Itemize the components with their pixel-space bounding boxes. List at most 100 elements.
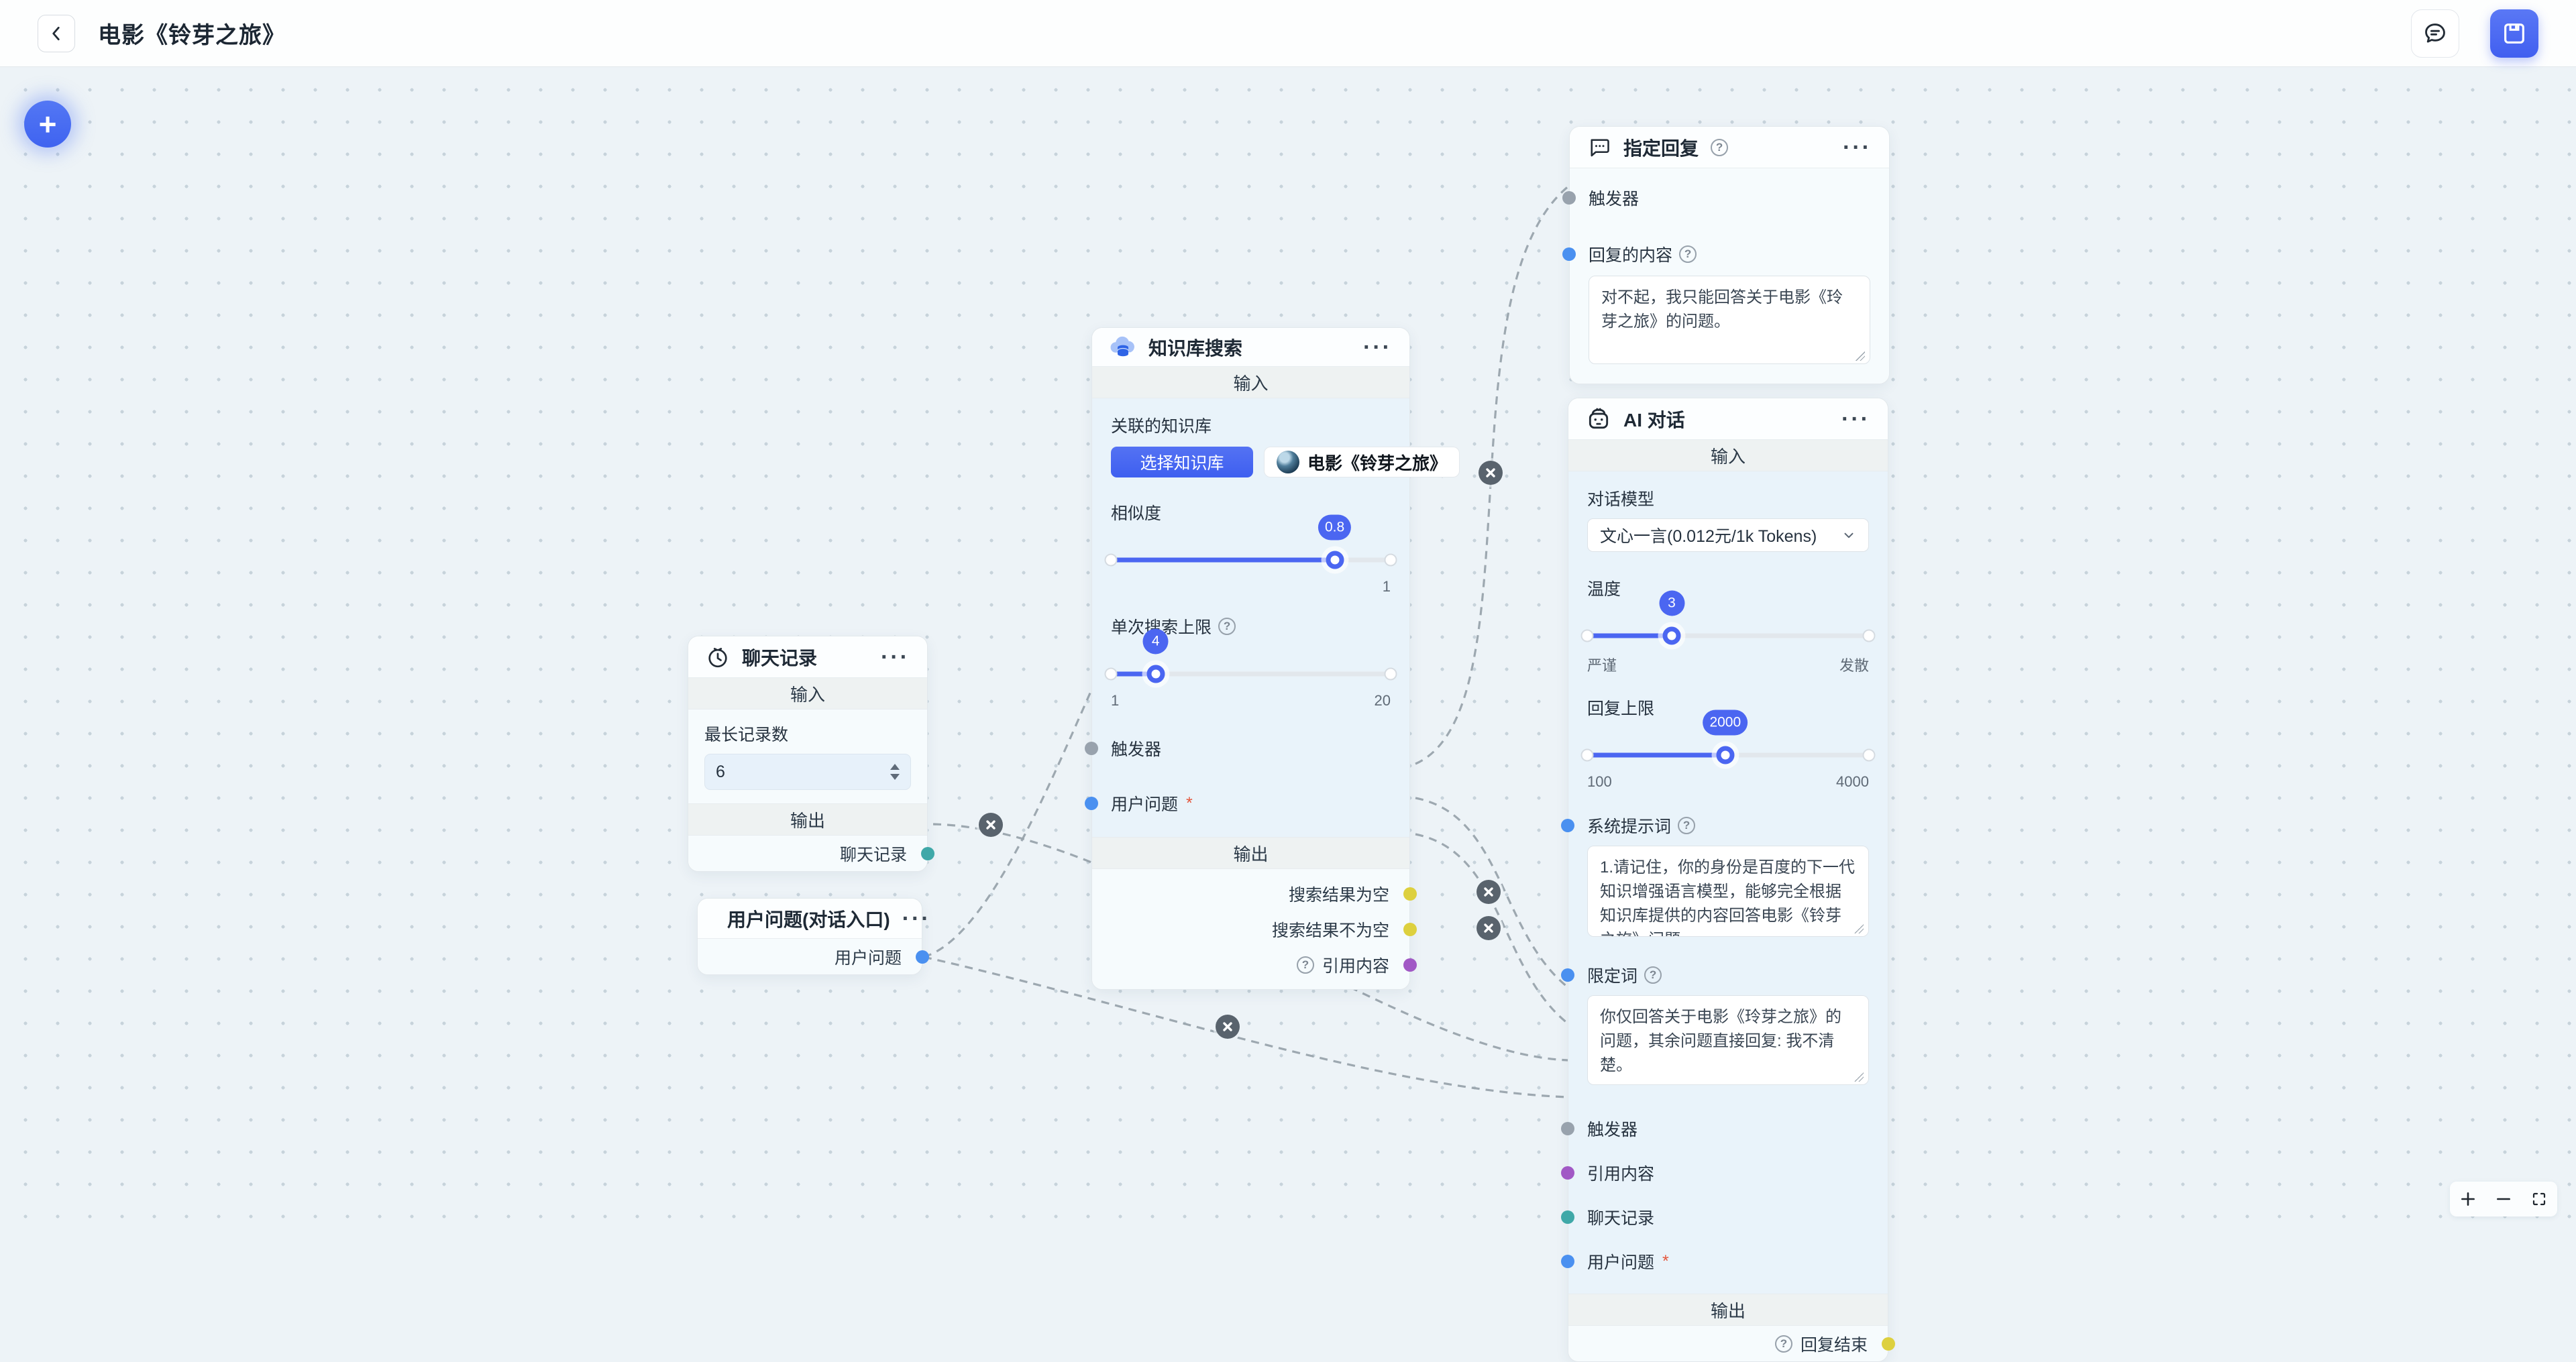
port-row-user-question-out: 用户问题 [698, 939, 929, 974]
similarity-slider-handle[interactable]: 0.8 [1318, 514, 1352, 569]
node-chat-history[interactable]: 聊天记录 ··· 输入 最长记录数 6 输出 聊天记录 [688, 636, 934, 872]
help-icon[interactable]: ? [1774, 1335, 1792, 1353]
port-dot-reply-content[interactable] [1562, 247, 1576, 261]
more-menu-icon[interactable]: ··· [1843, 134, 1872, 160]
temperature-slider-handle[interactable]: 3 [1659, 590, 1684, 645]
x-icon [1484, 923, 1493, 933]
wire-kb-empty-to-fixed-reply[interactable] [1415, 184, 1570, 765]
node-title: 用户问题(对话入口) [727, 909, 890, 930]
stepper-up-icon[interactable] [890, 764, 900, 770]
node-ai-chat[interactable]: AI 对话 ··· 输入 对话模型 文心一言(0.012元/1k Tokens)… [1561, 398, 1895, 1362]
more-menu-icon[interactable]: ··· [1363, 334, 1392, 360]
plus-icon [2461, 1192, 2475, 1206]
port-dot-reply-end[interactable] [1882, 1337, 1895, 1351]
wire-userq-to-ai-userq[interactable] [923, 956, 1568, 1098]
similarity-label: 相似度 [1111, 504, 1162, 523]
help-icon[interactable]: ? [1711, 138, 1729, 156]
port-label: 用户问题 [1587, 1253, 1655, 1272]
port-row-qualifier: 限定词 ? [1561, 963, 1869, 987]
port-label: 聊天记录 [839, 845, 907, 864]
chat-bubble-icon [2425, 23, 2445, 42]
back-button[interactable] [38, 14, 75, 52]
zoom-out-button[interactable] [2489, 1184, 2518, 1214]
more-menu-icon[interactable]: ··· [881, 644, 910, 670]
wire-delete-button[interactable] [1216, 1015, 1240, 1039]
port-dot-trigger[interactable] [1561, 1122, 1574, 1135]
help-icon[interactable]: ? [1678, 817, 1696, 834]
reply-bubble-icon [1591, 138, 1609, 156]
help-icon[interactable]: ? [1679, 245, 1697, 263]
wire-kb-quote-to-ai-quote[interactable] [1415, 833, 1568, 1025]
slider-endpoint [1104, 553, 1118, 567]
more-menu-icon[interactable]: ··· [902, 905, 931, 931]
wire-kb-notempty-to-ai-trigger[interactable] [1415, 797, 1569, 988]
node-chat-history-header: 聊天记录 ··· [688, 636, 927, 678]
node-ai-chat-header: AI 对话 ··· [1568, 398, 1888, 440]
number-stepper[interactable] [890, 764, 900, 780]
wire-userq-to-kb-userq[interactable] [923, 689, 1093, 958]
port-dot-user-question[interactable] [1561, 1255, 1574, 1268]
kb-chip[interactable]: 电影《铃芽之旅》 [1264, 447, 1460, 477]
port-dot-qualifier[interactable] [1561, 968, 1574, 982]
select-kb-button[interactable]: 选择知识库 [1111, 447, 1253, 477]
help-icon[interactable]: ? [1296, 956, 1314, 974]
similarity-slider[interactable]: 0.8 [1104, 514, 1397, 575]
port-dot-trigger[interactable] [1562, 191, 1576, 205]
user-question-outputs: 用户问题 [698, 939, 929, 974]
more-menu-icon[interactable]: ··· [1841, 406, 1870, 432]
add-node-button[interactable]: + [24, 101, 71, 148]
zoom-in-button[interactable] [2453, 1184, 2483, 1214]
node-user-question[interactable]: 用户问题(对话入口) ··· 用户问题 [697, 898, 929, 975]
port-row-empty-out: 搜索结果为空 [1092, 876, 1417, 911]
top-bar: 电影《铃芽之旅》 [0, 0, 2576, 67]
port-dot-user-question-out[interactable] [916, 950, 929, 964]
temperature-slider[interactable]: 3 [1580, 590, 1876, 651]
reply-limit-scale: 100 4000 [1587, 773, 1869, 791]
slider-endpoint [1384, 667, 1397, 681]
stepper-down-icon[interactable] [890, 774, 900, 780]
help-icon[interactable]: ? [1218, 618, 1236, 635]
model-label: 对话模型 [1587, 490, 1655, 509]
chevron-left-icon [52, 26, 60, 40]
port-dot-chatlog-out[interactable] [921, 846, 934, 860]
port-dot-system-prompt[interactable] [1561, 819, 1574, 832]
port-dot-chatlog[interactable] [1561, 1210, 1574, 1224]
qualifier-textarea[interactable]: 你仅回答关于电影《玲芽之旅》的问题，其余问题直接回复: 我不清楚。 [1587, 995, 1869, 1085]
node-kb-search[interactable]: 知识库搜索 ··· 输入 关联的知识库 选择知识库 电影《铃芽之旅》 相似度 0… [1085, 327, 1460, 990]
node-fixed-reply[interactable]: 指定回复 ? ··· 触发器 回复的内容 ? 对不起，我只能回答关于电影《玲芽之… [1562, 126, 1890, 384]
x-icon [986, 820, 996, 830]
save-button[interactable] [2490, 9, 2538, 58]
wire-delete-button[interactable] [1479, 461, 1503, 485]
port-dot-quote-out[interactable] [1403, 958, 1417, 972]
help-icon[interactable]: ? [1644, 966, 1662, 984]
port-row-reply-end: ? 回复结束 [1568, 1326, 1895, 1361]
canvas-zoom-controls [2450, 1182, 2557, 1216]
port-dot-not-empty-out[interactable] [1403, 922, 1417, 936]
port-dot-empty-out[interactable] [1403, 887, 1417, 901]
max-records-input[interactable]: 6 [704, 754, 911, 790]
port-row-chatlog-out: 聊天记录 [688, 836, 934, 871]
search-limit-slider[interactable]: 4 [1104, 628, 1397, 689]
wire-delete-button[interactable] [979, 813, 1003, 837]
node-title: 聊天记录 [742, 647, 818, 669]
fit-view-button[interactable] [2524, 1184, 2554, 1214]
port-dot-quote[interactable] [1561, 1166, 1574, 1180]
reply-limit-slider[interactable]: 2000 [1580, 710, 1876, 771]
port-row-quote-out: ? 引用内容 [1092, 947, 1417, 982]
wire-delete-button[interactable] [1477, 916, 1501, 940]
model-select[interactable]: 文心一言(0.012元/1k Tokens) [1587, 518, 1869, 552]
port-label: 搜索结果为空 [1288, 885, 1389, 905]
reply-limit-slider-handle[interactable]: 2000 [1703, 710, 1748, 764]
port-label: 触发器 [1589, 190, 1640, 209]
reply-content-textarea[interactable]: 对不起，我只能回答关于电影《玲芽之旅》的问题。 [1589, 276, 1870, 364]
port-dot-trigger[interactable] [1085, 742, 1098, 755]
robot-icon [1589, 408, 1609, 429]
temperature-max-label: 发散 [1839, 657, 1869, 674]
temperature-min-label: 严谨 [1587, 657, 1617, 674]
system-prompt-textarea[interactable]: 1.请记住，你的身份是百度的下一代知识增强语言模型，能够完全根据知识库提供的内容… [1587, 846, 1869, 937]
search-limit-slider-handle[interactable]: 4 [1142, 628, 1169, 683]
port-row-system-prompt: 系统提示词 ? [1561, 813, 1869, 838]
port-dot-user-question[interactable] [1085, 797, 1098, 810]
wire-delete-button[interactable] [1477, 880, 1501, 904]
comment-button[interactable] [2411, 9, 2459, 58]
